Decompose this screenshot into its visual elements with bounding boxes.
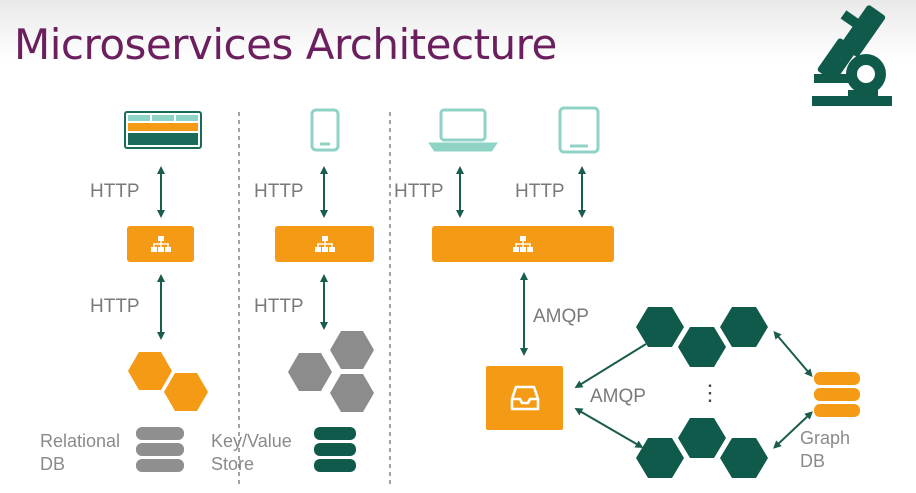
inbox-tray-icon [510, 385, 539, 411]
cluster-ellipsis: ⋮ [699, 380, 721, 405]
http-label-service2: HTTP [254, 296, 304, 317]
arrow-queue-to-lower-cluster [574, 407, 644, 449]
hexagon [330, 374, 374, 412]
hexagon [720, 307, 768, 347]
tablet-icon [558, 106, 600, 154]
hexagon [128, 352, 172, 390]
key-value-store-icon [314, 427, 356, 472]
hexagon [678, 418, 726, 458]
api-gateway-3 [432, 226, 614, 262]
api-gateway-2 [275, 226, 374, 262]
hexagon [636, 307, 684, 347]
arrow-lower-cluster-to-graph [773, 411, 813, 449]
microservice-cluster-2 [288, 331, 374, 412]
laptop-icon [428, 108, 498, 152]
amqp-label-queue: AMQP [590, 386, 646, 407]
hexagon [330, 331, 374, 369]
arrow-queue-to-upper-cluster [574, 343, 647, 389]
sitemap-icon [150, 236, 171, 252]
web-app-panel-icon [124, 111, 202, 149]
slide-title: Microservices Architecture [14, 20, 557, 69]
microservice-cluster-4 [636, 418, 768, 478]
relational-db-label: Relational DB [40, 430, 120, 476]
message-queue [486, 366, 563, 430]
arrow-upper-cluster-to-graph [773, 330, 813, 378]
relational-db-icon [136, 427, 184, 472]
graph-db-icon [814, 372, 860, 417]
http-label-web: HTTP [90, 181, 140, 202]
mobile-phone-icon [310, 108, 340, 152]
relational-db-label-line1: Relational [40, 431, 121, 451]
http-label-tablet: HTTP [515, 181, 565, 202]
sitemap-icon [513, 236, 533, 252]
http-label-phone: HTTP [254, 181, 304, 202]
graph-db-label: Graph DB [800, 427, 850, 473]
hexagon [636, 438, 684, 478]
api-gateway-1 [127, 226, 194, 262]
graph-db-label-line1: Graph [800, 428, 851, 448]
amqp-label-gateway: AMQP [533, 306, 589, 327]
hexagon [288, 353, 332, 391]
sitemap-icon [314, 236, 335, 252]
http-label-laptop: HTTP [394, 181, 444, 202]
hexagon [720, 438, 768, 478]
hexagon [678, 327, 726, 367]
key-value-store-label-line1: Key/Value [211, 431, 292, 451]
key-value-store-label: Key/Value Store [211, 430, 292, 476]
microservice-cluster-3 [636, 307, 768, 367]
relational-db-label-line2: DB [40, 454, 66, 474]
graph-db-label-line2: DB [800, 451, 826, 471]
microservice-cluster-1 [128, 352, 208, 411]
http-label-service1: HTTP [90, 296, 140, 317]
key-value-store-label-line2: Store [211, 454, 255, 474]
hexagon [164, 373, 208, 411]
